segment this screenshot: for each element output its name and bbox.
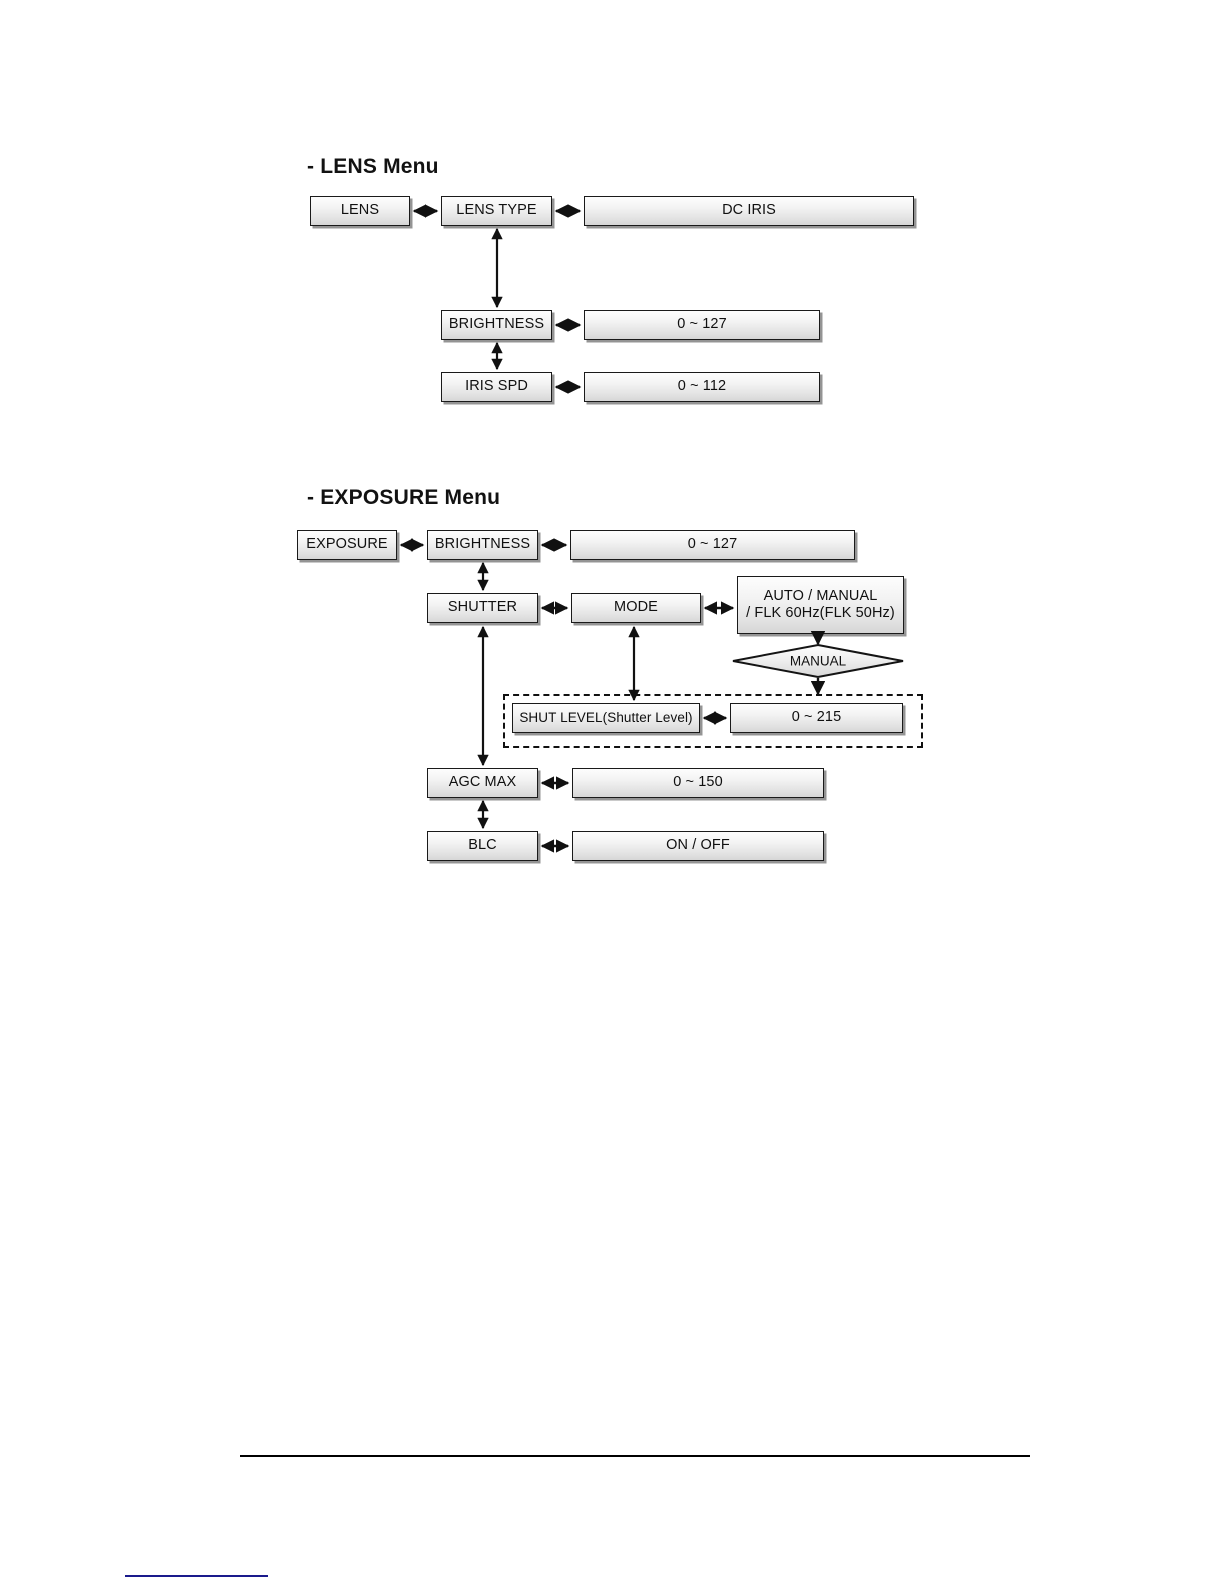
- exposure-menu-heading: - EXPOSURE Menu: [307, 486, 501, 509]
- lens-menu-heading: - LENS Menu: [307, 155, 439, 178]
- exposure-shut-level-label-box[interactable]: SHUT LEVEL(Shutter Level): [512, 703, 700, 733]
- lens-type-value-box[interactable]: DC IRIS: [584, 196, 914, 226]
- footer-divider-rule: [240, 1455, 1030, 1458]
- manual-shutter-group-dashed-box: [503, 694, 923, 748]
- exposure-blc-label-box[interactable]: BLC: [427, 831, 538, 861]
- manual-branch-diamond: MANUAL: [731, 643, 905, 679]
- exposure-brightness-value-box[interactable]: 0 ~ 127: [570, 530, 855, 560]
- exposure-agc-max-value-box[interactable]: 0 ~ 150: [572, 768, 824, 798]
- exposure-root-box[interactable]: EXPOSURE: [297, 530, 397, 560]
- lens-brightness-value-box[interactable]: 0 ~ 127: [584, 310, 820, 340]
- lens-brightness-label-box[interactable]: BRIGHTNESS: [441, 310, 552, 340]
- exposure-shut-level-value-box[interactable]: 0 ~ 215: [730, 703, 903, 733]
- exposure-agc-max-label-box[interactable]: AGC MAX: [427, 768, 538, 798]
- lens-type-label-box[interactable]: LENS TYPE: [441, 196, 552, 226]
- exposure-blc-value-box[interactable]: ON / OFF: [572, 831, 824, 861]
- lens-iris-spd-value-box[interactable]: 0 ~ 112: [584, 372, 820, 402]
- exposure-mode-label-box[interactable]: MODE: [571, 593, 701, 623]
- exposure-brightness-label-box[interactable]: BRIGHTNESS: [427, 530, 538, 560]
- lens-root-box[interactable]: LENS: [310, 196, 410, 226]
- exposure-shutter-label-box[interactable]: SHUTTER: [427, 593, 538, 623]
- footer-accent-mark: [125, 1575, 268, 1577]
- lens-iris-spd-label-box[interactable]: IRIS SPD: [441, 372, 552, 402]
- exposure-mode-value-box[interactable]: AUTO / MANUAL / FLK 60Hz(FLK 50Hz): [737, 576, 904, 634]
